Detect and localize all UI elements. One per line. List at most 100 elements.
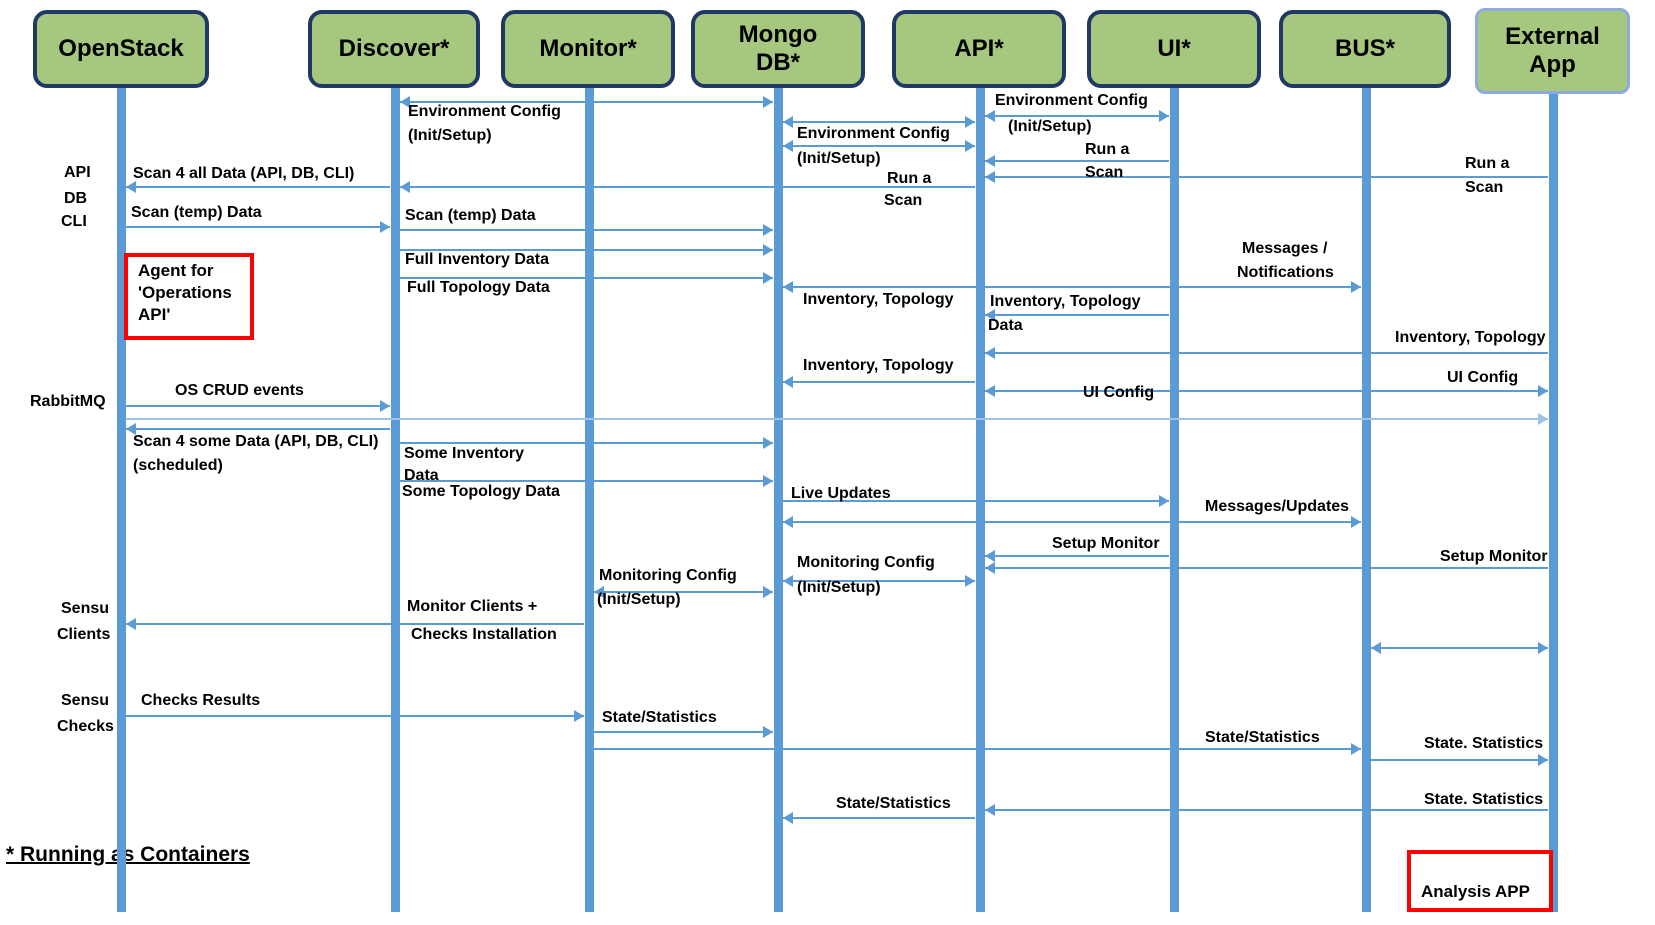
lifeline-bus — [1361, 88, 1371, 912]
arrowhead-left — [985, 550, 995, 562]
arrowhead-left — [126, 618, 136, 630]
message-label: Scan (temp) Data — [405, 207, 536, 224]
message-label: Scan — [884, 192, 923, 209]
message-label: Environment Config — [797, 125, 950, 142]
arrowhead-left — [783, 575, 793, 587]
arrowhead-right — [1351, 281, 1361, 293]
annotation-text: Analysis APP — [1421, 882, 1530, 901]
message-label: Setup Monitor — [1052, 535, 1160, 552]
message-label: (scheduled) — [133, 457, 223, 474]
message-label: Environment Config — [408, 103, 561, 120]
message-arrow-state-statistics-monitor-bus — [594, 748, 1361, 750]
arrowhead-right — [380, 221, 390, 233]
arrowhead-left — [985, 155, 995, 167]
message-label: Scan (temp) Data — [131, 204, 262, 221]
arrowhead-right — [763, 437, 773, 449]
message-label: Full Topology Data — [407, 279, 550, 296]
message-arrow-run-a-scan-externalapp-api — [985, 176, 1548, 178]
message-arrow-inventory-topology-data-ui-api — [985, 314, 1169, 316]
message-label: OS CRUD events — [175, 382, 304, 399]
arrowhead-right — [965, 575, 975, 587]
message-arrow-state-statistics-externalapp-api — [985, 809, 1548, 811]
arrowhead-right — [763, 96, 773, 108]
message-arrow-ui-config-api-externalapp — [985, 390, 1548, 392]
arrowhead-right — [1159, 110, 1169, 122]
message-arrow-run-a-scan-ui-api — [985, 160, 1169, 162]
message-label: UI Config — [1083, 384, 1155, 401]
arrowhead-left — [400, 96, 410, 108]
arrowhead-right — [763, 475, 773, 487]
message-label: Scan 4 some Data (API, DB, CLI) — [133, 433, 379, 450]
message-arrow-environment-config-api-ui — [985, 115, 1169, 117]
message-arrow-setup-monitor-ui-api — [985, 555, 1169, 557]
arrowhead-left — [783, 812, 793, 824]
arrowhead-right — [763, 726, 773, 738]
message-label: State. Statistics — [1424, 791, 1544, 808]
arrowhead-left — [594, 586, 604, 598]
message-label: (Init/Setup) — [597, 591, 681, 608]
message-arrow-state-statistics-bus-externalapp — [1371, 759, 1548, 761]
arrowhead-right — [763, 272, 773, 284]
arrowhead-left — [783, 281, 793, 293]
message-arrow-environment-config-mongodb-api-2 — [783, 145, 975, 147]
arrowhead-left — [400, 181, 410, 193]
message-label: Inventory, Topology — [803, 291, 954, 308]
arrowhead-left — [985, 171, 995, 183]
actor-label-openstack: OpenStack — [58, 35, 184, 63]
message-arrow-inventory-topology-api-mongodb — [783, 381, 975, 383]
message-arrow-monitoring-config-monitor-mongodb — [594, 591, 773, 593]
actor-label-ui: UI* — [1157, 35, 1191, 63]
message-arrow-monitor-clients-monitor-openstack — [126, 623, 584, 625]
message-label: Checks — [57, 718, 114, 735]
actor-box-mongo-db: Mongo DB* — [691, 10, 865, 88]
footnote-running-as-containers: * Running as Containers — [6, 843, 250, 866]
actor-box-bus: BUS* — [1279, 10, 1451, 88]
arrowhead-left — [985, 309, 995, 321]
message-label: State. Statistics — [1424, 735, 1544, 752]
arrowhead-left — [1371, 642, 1381, 654]
arrowhead-left — [985, 385, 995, 397]
lifeline-monitor — [584, 88, 594, 912]
message-label: Scan — [1465, 179, 1504, 196]
message-label: Some Topology Data — [402, 483, 560, 500]
actor-box-openstack: OpenStack — [33, 10, 209, 88]
arrowhead-left — [783, 376, 793, 388]
actor-box-external-app: External App — [1475, 8, 1630, 94]
message-arrow-environment-config-discover-mongodb — [400, 101, 773, 103]
actor-label-api: API* — [954, 35, 1004, 63]
arrowhead-right — [1538, 642, 1548, 654]
actor-label-external-app: External App — [1505, 23, 1600, 78]
message-arrow-scan-4-all-data-discover-openstack — [126, 186, 390, 188]
analysis-app-box: Analysis APP — [1407, 850, 1553, 912]
message-label: Checks Installation — [411, 626, 557, 643]
message-label: CLI — [61, 213, 87, 230]
arrowhead-right — [574, 710, 584, 722]
arrowhead-right — [1351, 516, 1361, 528]
arrowhead-left — [783, 116, 793, 128]
message-label: Scan 4 all Data (API, DB, CLI) — [133, 165, 355, 182]
message-label: Messages/Updates — [1205, 498, 1350, 515]
message-label: Sensu — [61, 692, 110, 709]
message-label: RabbitMQ — [30, 393, 106, 410]
lifeline-discover — [390, 88, 400, 912]
actor-box-discover: Discover* — [308, 10, 480, 88]
message-label: Scan — [1085, 164, 1124, 181]
message-arrow-scan-temp-data-discover-mongodb — [400, 229, 773, 231]
arrowhead-left — [985, 562, 995, 574]
message-label: State/Statistics — [1205, 729, 1320, 746]
message-label: (Init/Setup) — [797, 150, 881, 167]
message-label: Live Updates — [791, 485, 891, 502]
lifeline-external-app — [1548, 88, 1558, 912]
arrowhead-left — [783, 140, 793, 152]
actor-label-bus: BUS* — [1334, 35, 1395, 63]
message-label: Environment Config — [995, 92, 1148, 109]
message-label: Full Inventory Data — [405, 251, 550, 268]
message-arrow-scan-temp-data-openstack-discover — [126, 226, 390, 228]
message-label: Some Inventory — [404, 445, 525, 462]
message-arrow-full-topology-data-discover-mongodb — [400, 277, 773, 279]
message-label: Run a — [1085, 141, 1130, 158]
message-arrow-live-updates-mongodb-ui — [783, 500, 1169, 502]
message-arrow-run-a-scan-api-discover — [400, 186, 975, 188]
